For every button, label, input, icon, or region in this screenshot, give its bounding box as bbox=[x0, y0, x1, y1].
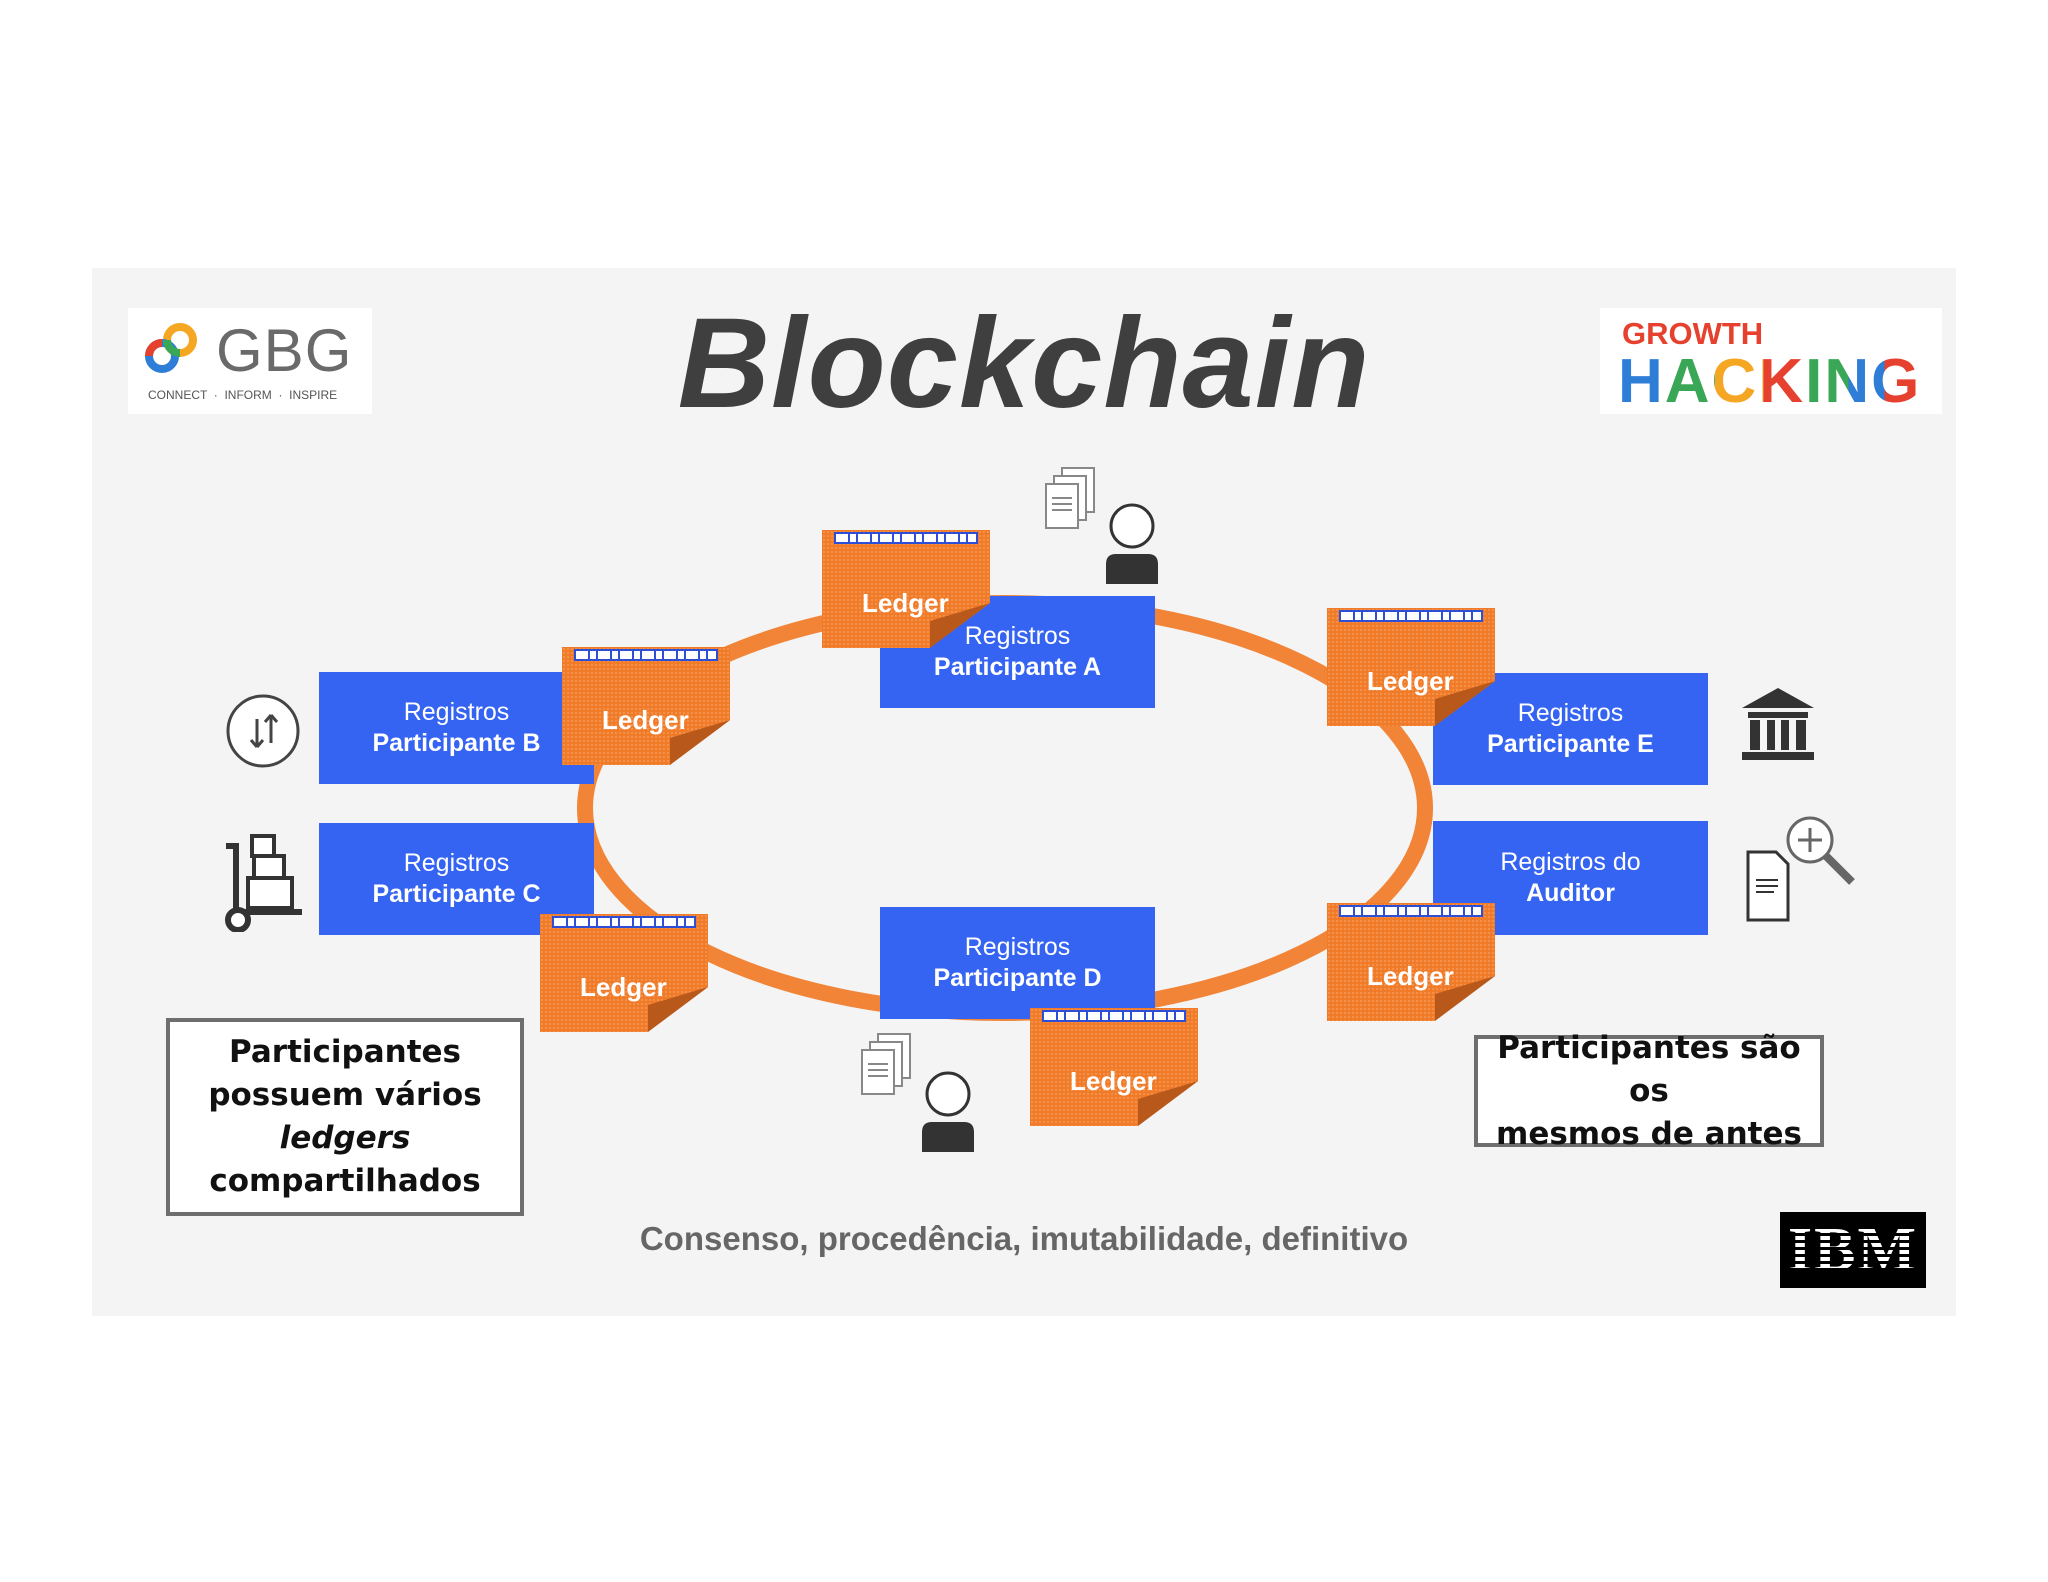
ledger-d: Ledger bbox=[1030, 1008, 1198, 1126]
block-chain-icon bbox=[1042, 1010, 1186, 1022]
person-icon bbox=[922, 1071, 974, 1152]
participant-b-box: Registros Participante B bbox=[319, 672, 594, 784]
ledger-auditor-label: Ledger bbox=[1367, 961, 1454, 991]
gbg-logo-mark-icon bbox=[145, 323, 197, 373]
ledger-c: Ledger bbox=[540, 914, 708, 1032]
participant-e-line1: Registros bbox=[1517, 699, 1624, 727]
growth-hacking-logo: GROWTH HACKING bbox=[1600, 308, 1942, 417]
hand-truck-icon bbox=[225, 834, 302, 932]
block-chain-icon bbox=[1339, 905, 1483, 917]
hacking-text: HACKING bbox=[1618, 346, 1921, 417]
note-right: Participantes são os mesmos de antes bbox=[1474, 1030, 1824, 1152]
ledger-c-label: Ledger bbox=[580, 972, 667, 1002]
participant-c-line2: Participante C bbox=[372, 880, 541, 908]
note-right-line1: Participantes são os bbox=[1497, 1029, 1801, 1109]
documents-icon bbox=[1045, 467, 1095, 529]
ledger-a-label: Ledger bbox=[862, 588, 949, 618]
note-left-line4: compartilhados bbox=[209, 1163, 481, 1199]
participant-a-line1: Registros bbox=[964, 622, 1071, 650]
ledger-b: Ledger bbox=[562, 647, 730, 765]
page-title: Blockchain bbox=[677, 292, 1371, 435]
footer-keywords: Consenso, procedência, imutabilidade, de… bbox=[639, 1220, 1409, 1257]
participant-e-line2: Participante E bbox=[1487, 730, 1654, 758]
note-right-line2: mesmos de antes bbox=[1496, 1115, 1802, 1152]
note-left: Participantes possuem vários ledgers com… bbox=[166, 1018, 524, 1216]
participant-d-line1: Registros bbox=[964, 933, 1071, 961]
ledger-b-label: Ledger bbox=[602, 705, 689, 735]
ledger-auditor: Ledger bbox=[1327, 903, 1495, 1021]
ibm-logo: IBM bbox=[1780, 1212, 1926, 1288]
ledger-e: Ledger bbox=[1327, 608, 1495, 726]
participant-c-line1: Registros bbox=[403, 849, 510, 877]
ledger-a: Ledger bbox=[822, 530, 990, 648]
block-chain-icon bbox=[552, 916, 696, 928]
hacking-text-inner: HACKING bbox=[1618, 347, 1922, 416]
bank-icon bbox=[1742, 688, 1814, 760]
ibm-logo-text: IBM bbox=[1788, 1215, 1918, 1284]
participant-d-line2: Participante D bbox=[933, 964, 1102, 992]
auditor-line2: Auditor bbox=[1526, 879, 1615, 907]
note-left-line3: ledgers bbox=[279, 1120, 411, 1156]
participant-a-line2: Participante A bbox=[933, 653, 1102, 681]
note-left-line2: possuem vários bbox=[208, 1077, 482, 1113]
ledger-d-label: Ledger bbox=[1070, 1066, 1157, 1096]
person-icon bbox=[1106, 503, 1158, 584]
gbg-logo-text: GBG bbox=[216, 317, 353, 384]
note-left-line1: Participantes bbox=[228, 1034, 461, 1070]
gbg-logo: GBG CONNECT · INFORM · INSPIRE bbox=[128, 308, 372, 414]
audit-magnifier-icon bbox=[1746, 816, 1855, 922]
participant-b-line1: Registros bbox=[403, 698, 510, 726]
block-chain-icon bbox=[574, 649, 718, 661]
exchange-arrows-icon bbox=[226, 694, 300, 768]
growth-text: GROWTH bbox=[1622, 316, 1764, 351]
block-chain-icon bbox=[1339, 610, 1483, 622]
participant-d-box: Registros Participante D bbox=[880, 907, 1155, 1019]
gbg-logo-tagline: CONNECT · INFORM · INSPIRE bbox=[148, 388, 338, 402]
documents-icon bbox=[861, 1033, 911, 1095]
auditor-line1: Registros do bbox=[1500, 848, 1641, 876]
participant-b-line2: Participante B bbox=[372, 729, 541, 757]
block-chain-icon bbox=[834, 532, 978, 544]
ledger-e-label: Ledger bbox=[1367, 666, 1454, 696]
